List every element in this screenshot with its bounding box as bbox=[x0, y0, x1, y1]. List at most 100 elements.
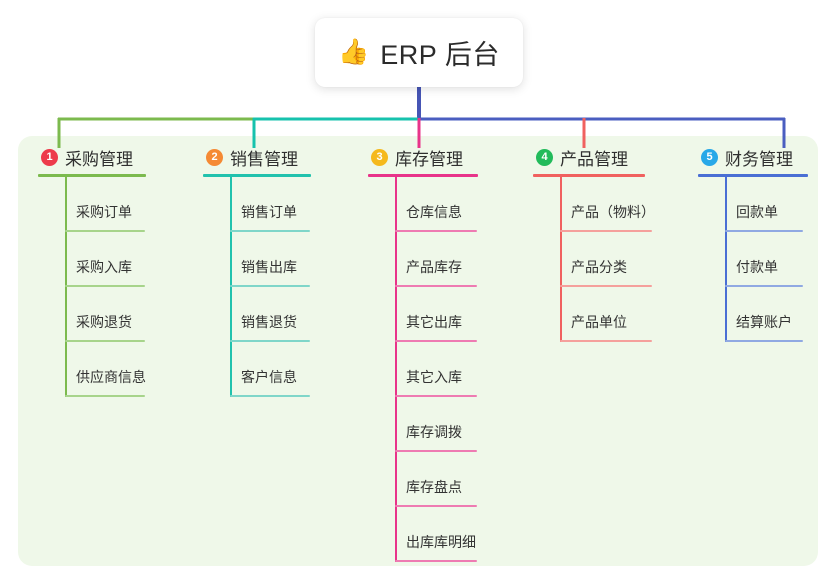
leaf-rule bbox=[560, 340, 652, 342]
branch-header-2[interactable]: 2 销售管理 bbox=[203, 145, 311, 169]
leaf-label: 库存盘点 bbox=[406, 479, 462, 495]
branch-header-rule-1 bbox=[38, 174, 146, 177]
leaf-rule bbox=[395, 395, 477, 397]
leaf-item[interactable]: 出库库明细 bbox=[368, 507, 478, 562]
leaf-label: 采购退货 bbox=[76, 314, 132, 330]
branch-trunk-2 bbox=[230, 177, 232, 397]
leaf-item[interactable]: 回款单 bbox=[698, 177, 808, 232]
leaf-item[interactable]: 采购订单 bbox=[38, 177, 146, 232]
leaf-rule bbox=[65, 285, 145, 287]
branch-badge-3: 3 bbox=[371, 148, 388, 166]
leaf-label: 出库库明细 bbox=[406, 534, 476, 550]
branch-header-1[interactable]: 1 采购管理 bbox=[38, 145, 146, 169]
leaf-label: 产品（物料） bbox=[571, 204, 655, 220]
leaf-rule bbox=[725, 340, 803, 342]
branch-title-4: 产品管理 bbox=[560, 149, 628, 169]
branch-title-2: 销售管理 bbox=[230, 149, 298, 169]
branch-header-5[interactable]: 5 财务管理 bbox=[698, 145, 808, 169]
leaf-label: 库存调拨 bbox=[406, 424, 462, 440]
root-node[interactable]: 👍 ERP 后台 bbox=[315, 18, 523, 87]
leaf-label: 采购订单 bbox=[76, 204, 132, 220]
branch-badge-4: 4 bbox=[536, 148, 553, 166]
leaf-label: 其它入库 bbox=[406, 369, 462, 385]
leaf-label: 产品分类 bbox=[571, 259, 627, 275]
branch-header-rule-4 bbox=[533, 174, 645, 177]
leaf-rule bbox=[560, 285, 652, 287]
leaf-label: 产品单位 bbox=[571, 314, 627, 330]
branch-title-1: 采购管理 bbox=[65, 149, 133, 169]
branch-header-rule-3 bbox=[368, 174, 478, 177]
branch-header-rule-2 bbox=[203, 174, 311, 177]
leaf-rule bbox=[65, 340, 145, 342]
leaf-item[interactable]: 产品库存 bbox=[368, 232, 478, 287]
leaf-item[interactable]: 库存盘点 bbox=[368, 452, 478, 507]
leaf-rule bbox=[395, 450, 477, 452]
branch-leaf-list-1: 采购订单采购入库采购退货供应商信息 bbox=[38, 177, 146, 397]
branch-title-5: 财务管理 bbox=[725, 149, 793, 169]
branch-header-4[interactable]: 4 产品管理 bbox=[533, 145, 645, 169]
leaf-label: 回款单 bbox=[736, 204, 778, 220]
branch-column-3: 3 库存管理仓库信息产品库存其它出库其它入库库存调拨库存盘点出库库明细 bbox=[368, 145, 478, 562]
leaf-rule bbox=[725, 285, 803, 287]
leaf-item[interactable]: 其它出库 bbox=[368, 287, 478, 342]
leaf-label: 销售退货 bbox=[241, 314, 297, 330]
leaf-item[interactable]: 销售退货 bbox=[203, 287, 311, 342]
leaf-label: 其它出库 bbox=[406, 314, 462, 330]
leaf-item[interactable]: 供应商信息 bbox=[38, 342, 146, 397]
leaf-item[interactable]: 付款单 bbox=[698, 232, 808, 287]
leaf-label: 供应商信息 bbox=[76, 369, 146, 385]
branch-column-5: 5 财务管理回款单付款单结算账户 bbox=[698, 145, 808, 342]
leaf-rule bbox=[560, 230, 652, 232]
leaf-rule bbox=[395, 230, 477, 232]
branch-badge-2: 2 bbox=[206, 148, 223, 166]
leaf-rule bbox=[230, 230, 310, 232]
leaf-item[interactable]: 产品分类 bbox=[533, 232, 652, 287]
leaf-item[interactable]: 采购入库 bbox=[38, 232, 146, 287]
leaf-item[interactable]: 销售订单 bbox=[203, 177, 311, 232]
leaf-label: 销售出库 bbox=[241, 259, 297, 275]
leaf-rule bbox=[395, 505, 477, 507]
leaf-label: 付款单 bbox=[736, 259, 778, 275]
branches-panel bbox=[18, 136, 818, 566]
branch-trunk-1 bbox=[65, 177, 67, 397]
leaf-item[interactable]: 产品单位 bbox=[533, 287, 652, 342]
leaf-rule bbox=[230, 395, 310, 397]
leaf-item[interactable]: 库存调拨 bbox=[368, 397, 478, 452]
branch-column-4: 4 产品管理产品（物料） 产品分类产品单位 bbox=[533, 145, 655, 342]
leaf-item[interactable]: 结算账户 bbox=[698, 287, 808, 342]
branch-column-2: 2 销售管理销售订单销售出库销售退货客户信息 bbox=[203, 145, 311, 397]
leaf-rule bbox=[395, 285, 477, 287]
leaf-item[interactable]: 客户信息 bbox=[203, 342, 311, 397]
leaf-label: 客户信息 bbox=[241, 369, 297, 385]
leaf-rule bbox=[230, 285, 310, 287]
leaf-item[interactable]: 采购退货 bbox=[38, 287, 146, 342]
leaf-rule bbox=[230, 340, 310, 342]
leaf-item[interactable]: 产品（物料） bbox=[533, 177, 655, 232]
branch-leaf-list-3: 仓库信息产品库存其它出库其它入库库存调拨库存盘点出库库明细 bbox=[368, 177, 478, 562]
branch-title-3: 库存管理 bbox=[395, 149, 463, 169]
branch-badge-1: 1 bbox=[41, 148, 58, 166]
leaf-item[interactable]: 仓库信息 bbox=[368, 177, 478, 232]
branch-trunk-3 bbox=[395, 177, 397, 562]
leaf-label: 结算账户 bbox=[736, 314, 792, 330]
branch-trunk-5 bbox=[725, 177, 727, 342]
thumbs-up-icon: 👍 bbox=[338, 38, 370, 66]
leaf-rule bbox=[395, 340, 477, 342]
root-node-content: 👍 ERP 后台 bbox=[338, 33, 500, 72]
branch-leaf-list-2: 销售订单销售出库销售退货客户信息 bbox=[203, 177, 311, 397]
branch-header-3[interactable]: 3 库存管理 bbox=[368, 145, 478, 169]
branch-column-1: 1 采购管理采购订单采购入库采购退货供应商信息 bbox=[38, 145, 146, 397]
branch-badge-5: 5 bbox=[701, 148, 718, 166]
leaf-item[interactable]: 销售出库 bbox=[203, 232, 311, 287]
branch-header-rule-5 bbox=[698, 174, 808, 177]
leaf-rule bbox=[65, 230, 145, 232]
branch-leaf-list-5: 回款单付款单结算账户 bbox=[698, 177, 808, 342]
branch-trunk-4 bbox=[560, 177, 562, 342]
leaf-label: 仓库信息 bbox=[406, 204, 462, 220]
leaf-rule bbox=[65, 395, 145, 397]
leaf-item[interactable]: 其它入库 bbox=[368, 342, 478, 397]
branch-leaf-list-4: 产品（物料） 产品分类产品单位 bbox=[533, 177, 655, 342]
leaf-label: 产品库存 bbox=[406, 259, 462, 275]
leaf-rule bbox=[395, 560, 477, 562]
